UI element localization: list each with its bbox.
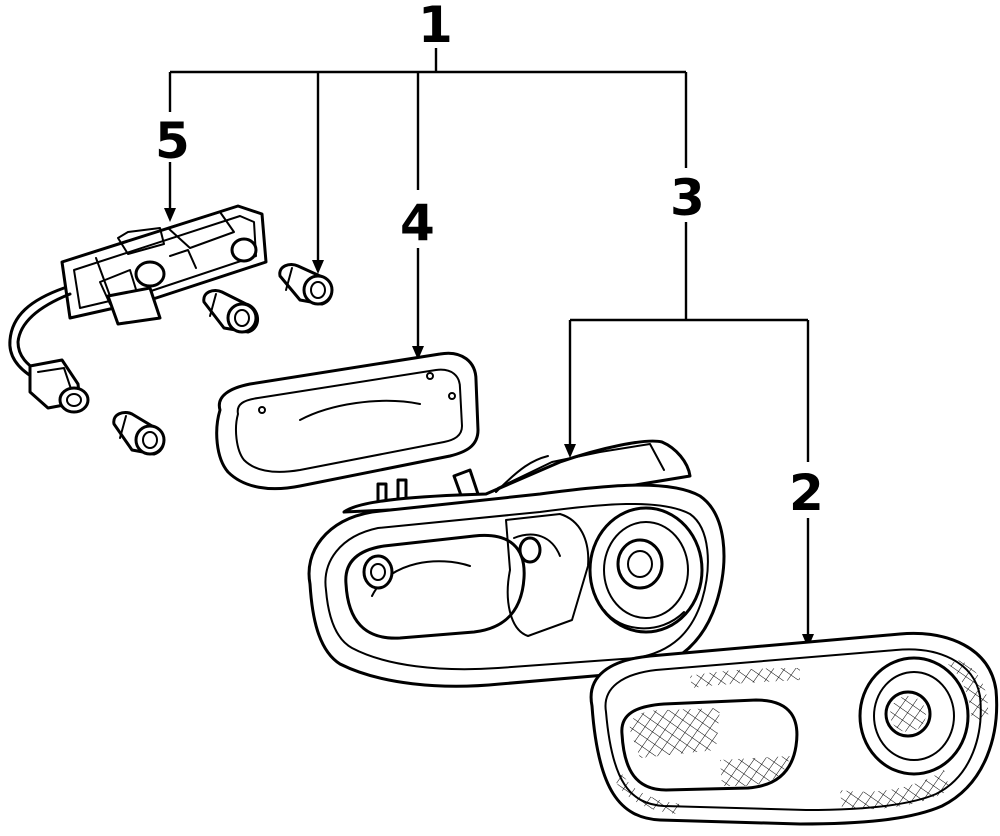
leader-lines bbox=[164, 48, 814, 648]
callout-4: 4 bbox=[400, 194, 435, 252]
callout-5: 5 bbox=[155, 112, 190, 170]
callout-1: 1 bbox=[418, 0, 453, 54]
bulb-socket-harness bbox=[8, 204, 268, 414]
callout-3: 3 bbox=[670, 169, 705, 227]
bulb-lower bbox=[112, 410, 166, 456]
lamp-lens bbox=[589, 631, 999, 826]
bulb-upper bbox=[278, 262, 334, 306]
bulb-middle bbox=[202, 288, 259, 334]
lamp-housing bbox=[307, 439, 726, 688]
gasket bbox=[215, 351, 480, 491]
callout-2: 2 bbox=[789, 464, 824, 522]
